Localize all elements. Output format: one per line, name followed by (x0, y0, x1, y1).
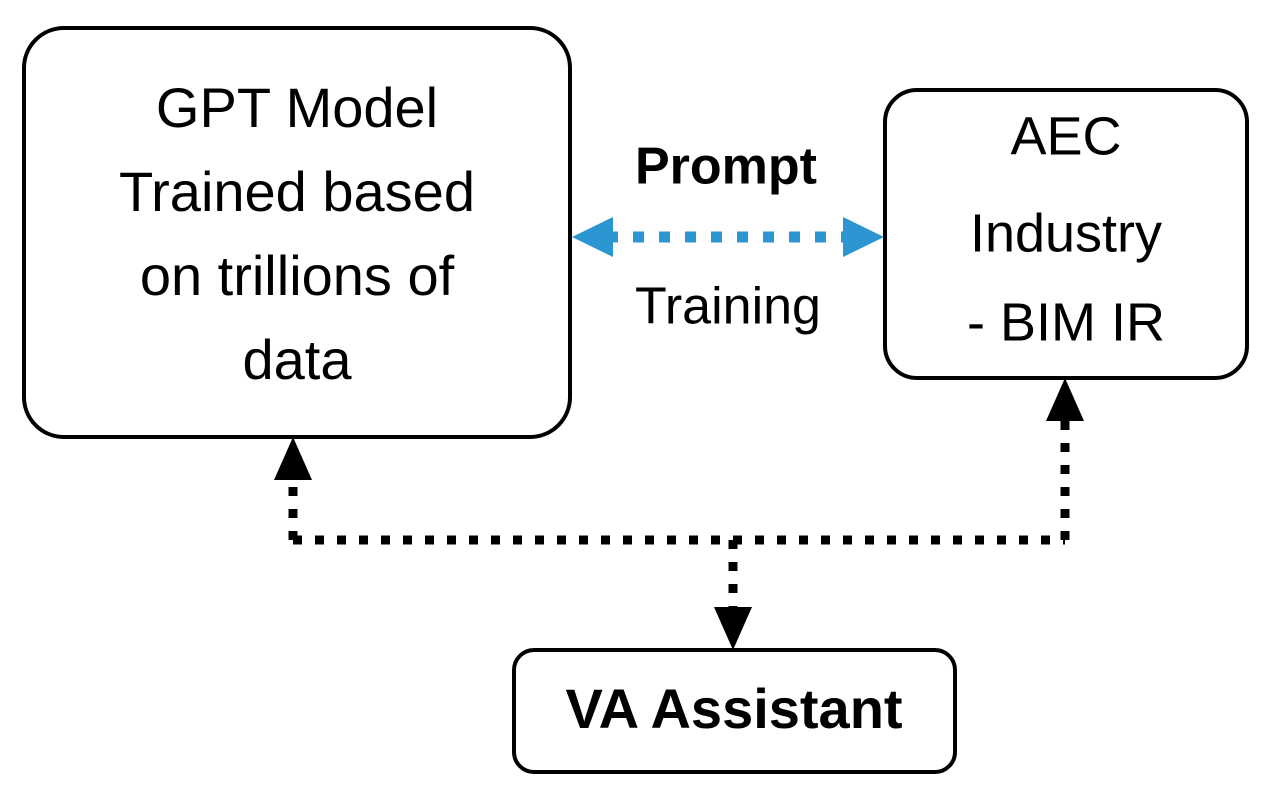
node-gpt-model-line-4: data (243, 328, 353, 391)
node-va-assistant-label: VA Assistant (565, 677, 902, 740)
node-aec-industry-box[interactable] (883, 88, 1249, 380)
node-aec-industry[interactable]: AEC Industry - BIM IR (883, 88, 1249, 380)
connector-bus-to-va (714, 540, 752, 650)
node-va-assistant[interactable]: VA Assistant (512, 648, 957, 774)
node-aec-industry-line-3: - BIM IR (967, 292, 1165, 352)
arrowhead-up-gpt-icon (274, 437, 312, 480)
node-aec-industry-line-2: Industry (970, 203, 1162, 263)
node-gpt-model-line-2: Trained based (119, 160, 475, 223)
connector-prompt-training (572, 217, 884, 257)
arrowhead-left-blue-icon (572, 217, 613, 257)
edge-label-prompt: Prompt (635, 138, 817, 196)
arrowhead-up-aec-icon (1046, 378, 1084, 421)
arrowhead-down-va-icon (714, 607, 752, 650)
node-gpt-model-line-1: GPT Model (156, 76, 438, 139)
connector-gpt-from-bus (274, 437, 312, 540)
node-aec-industry-line-1: AEC (1010, 106, 1121, 166)
node-gpt-model[interactable]: GPT Model Trained based on trillions of … (22, 26, 572, 439)
connector-aec-from-bus (1046, 378, 1084, 540)
node-gpt-model-box[interactable] (22, 26, 572, 439)
node-va-assistant-box[interactable] (512, 648, 957, 774)
edge-label-training: Training (635, 278, 821, 336)
arrowhead-right-blue-icon (843, 217, 884, 257)
node-gpt-model-line-3: on trillions of (140, 244, 455, 307)
